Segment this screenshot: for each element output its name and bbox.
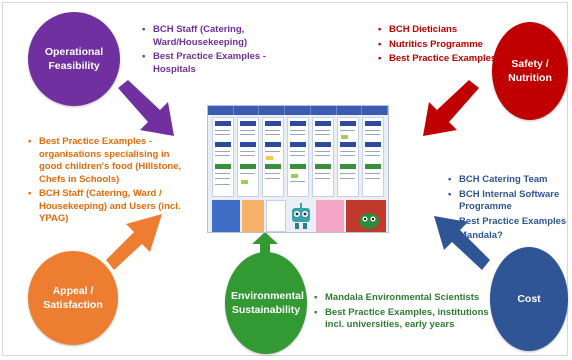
menu-header-bar: [208, 106, 388, 115]
menu-column: [337, 117, 359, 197]
safety-nutrition-label: Safety / Nutrition: [508, 58, 552, 84]
menu-thumbnail: [207, 105, 389, 233]
safety-item: Best Practice Examples: [378, 53, 498, 66]
cost-item: Mandala?: [448, 230, 568, 243]
menu-column: [312, 117, 334, 197]
appeal-satisfaction-label: Appeal / Satisfaction: [43, 285, 103, 311]
safety-item: Nutritics Programme: [378, 39, 498, 52]
environmental-sustainability-label: Environmental Sustainability: [231, 290, 304, 316]
appeal-item: Best Practice Examples - organisations s…: [28, 136, 188, 186]
operational-feasibility-label: Operational Feasibility: [44, 46, 104, 72]
menu-column: [362, 117, 384, 197]
operational-item: BCH Staff (Catering, Ward/Housekeeping): [142, 24, 282, 49]
environmental-sustainability-circle: Environmental Sustainability: [225, 252, 307, 354]
menu-info-box: [242, 200, 264, 232]
green-arrow: [252, 232, 278, 262]
cost-circle: Cost: [490, 247, 568, 351]
purple-arrow: [118, 80, 174, 136]
menu-info-box: [266, 200, 286, 232]
cost-item: BCH Catering Team: [448, 174, 568, 187]
operational-item: Best Practice Examples - Hospitals: [142, 51, 282, 76]
green-character-icon: [359, 213, 379, 229]
menu-column: [237, 117, 259, 197]
environmental-list: Mandala Environmental Scientists Best Pr…: [314, 292, 490, 334]
appeal-satisfaction-circle: Appeal / Satisfaction: [28, 251, 118, 345]
cost-item: Best Practice Examples: [448, 216, 568, 229]
operational-list: BCH Staff (Catering, Ward/Housekeeping) …: [142, 24, 282, 78]
menu-column: [262, 117, 284, 197]
menu-info-box: [212, 200, 240, 232]
cost-list: BCH Catering Team BCH Internal Software …: [448, 174, 568, 245]
orange-arrow: [106, 214, 162, 270]
safety-item: BCH Dieticians: [378, 24, 498, 37]
menu-column: [212, 117, 234, 197]
environmental-item: Mandala Environmental Scientists: [314, 292, 490, 305]
safety-nutrition-circle: Safety / Nutrition: [492, 22, 568, 120]
menu-column: [287, 117, 309, 197]
menu-info-box: [316, 200, 344, 232]
cost-item: BCH Internal Software Programme: [448, 189, 568, 214]
environmental-item: Best Practice Examples, institutions inc…: [314, 307, 490, 332]
appeal-item: BCH Staff (Catering, Ward / Housekeeping…: [28, 188, 188, 226]
appeal-list: Best Practice Examples - organisations s…: [28, 136, 188, 228]
red-arrow: [423, 80, 479, 136]
safety-list: BCH Dieticians Nutritics Programme Best …: [378, 24, 498, 68]
operational-feasibility-circle: Operational Feasibility: [28, 12, 120, 106]
cost-label: Cost: [517, 293, 541, 305]
robot-mascot-icon: [292, 203, 310, 229]
